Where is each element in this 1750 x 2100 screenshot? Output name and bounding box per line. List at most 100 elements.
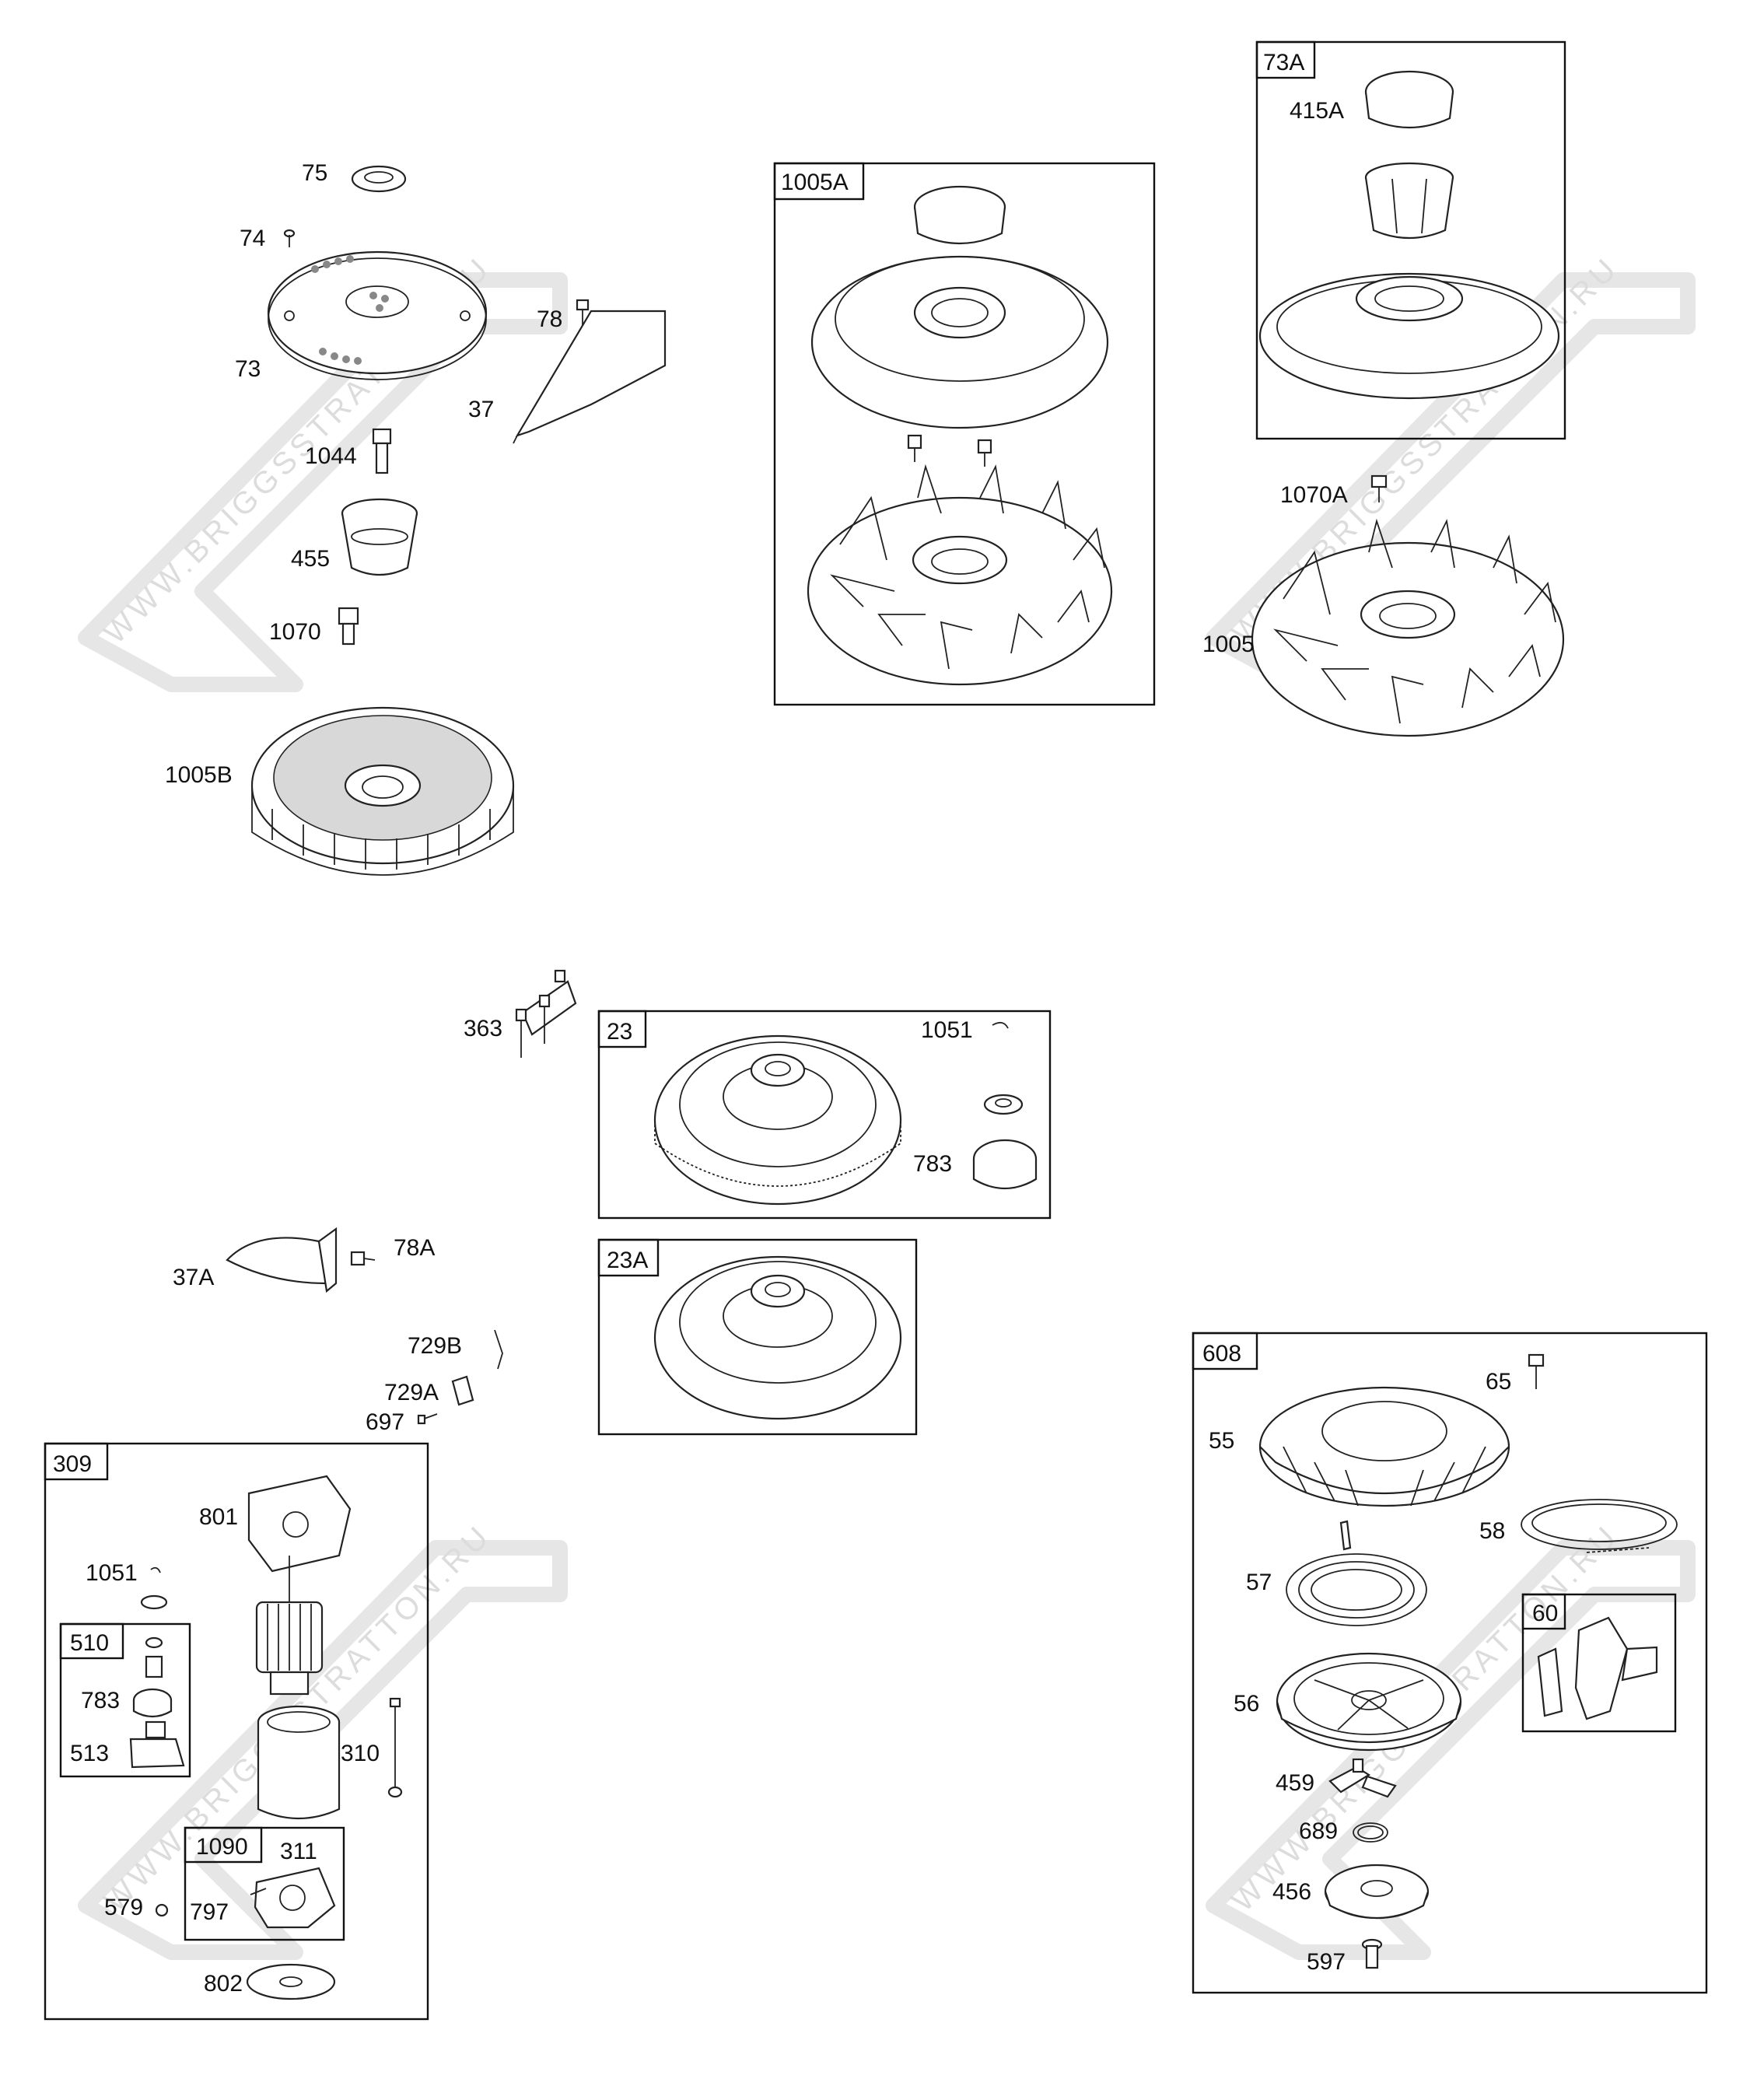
label-729B: 729B xyxy=(408,1333,462,1359)
part-1005B-fan xyxy=(250,706,515,876)
label-689: 689 xyxy=(1299,1818,1338,1844)
label-415A: 415A xyxy=(1290,98,1344,124)
part-310-housing xyxy=(257,1705,341,1820)
box-510: 510 xyxy=(59,1622,191,1778)
label-1070: 1070 xyxy=(269,619,321,645)
part-57-spring xyxy=(1286,1520,1427,1626)
label-78: 78 xyxy=(537,306,562,332)
label-37: 37 xyxy=(468,397,494,422)
part-78A-screw xyxy=(350,1251,376,1266)
label-65: 65 xyxy=(1486,1369,1511,1395)
box-608: 608 65 55 58 57 xyxy=(1192,1332,1708,1994)
part-1070-bolt xyxy=(338,607,359,646)
box-label-73A: 73A xyxy=(1263,50,1304,75)
part-415A-cap xyxy=(1364,70,1454,129)
part-37-shield xyxy=(513,310,667,444)
label-310: 310 xyxy=(341,1741,380,1766)
part-65-screw xyxy=(1528,1353,1545,1389)
label-697: 697 xyxy=(366,1409,404,1435)
part-1051-clip xyxy=(983,1021,1024,1115)
part-60-handle xyxy=(1537,1616,1658,1720)
part-23A-flywheel xyxy=(653,1255,902,1420)
box-label-309: 309 xyxy=(53,1451,92,1477)
box-label-23A: 23A xyxy=(607,1248,648,1273)
label-1051-starter: 1051 xyxy=(86,1560,138,1586)
box-label-1005A: 1005A xyxy=(781,170,849,195)
part-513-drive xyxy=(129,1720,185,1769)
label-783: 783 xyxy=(913,1151,952,1177)
box-label-60: 60 xyxy=(1532,1601,1558,1626)
part-783-gear xyxy=(972,1139,1038,1190)
label-311: 311 xyxy=(280,1839,317,1864)
part-597-screw xyxy=(1361,1938,1383,1969)
label-729A: 729A xyxy=(384,1380,439,1405)
part-1070A-bolt xyxy=(1370,474,1388,502)
part-37A-shield xyxy=(226,1227,338,1293)
label-363: 363 xyxy=(464,1016,502,1041)
box-1005A: 1005A xyxy=(773,162,1156,706)
part-1051-clip-starter xyxy=(140,1566,168,1610)
part-73A-cup xyxy=(1364,162,1454,240)
box-73A: 73A 415A xyxy=(1255,40,1566,440)
label-1005B: 1005B xyxy=(165,762,233,788)
label-513: 513 xyxy=(70,1741,109,1766)
part-459-dog xyxy=(1328,1758,1397,1798)
label-55: 55 xyxy=(1209,1428,1234,1454)
part-579-nut xyxy=(155,1903,169,1917)
box-23A: 23A xyxy=(597,1238,918,1436)
box-label-23: 23 xyxy=(607,1019,632,1045)
label-37A: 37A xyxy=(173,1265,214,1290)
box-309: 309 801 1051 510 783 xyxy=(44,1442,429,2021)
part-729B-clip xyxy=(494,1329,503,1370)
part-729A-clip xyxy=(451,1375,474,1406)
label-1005: 1005 xyxy=(1202,632,1255,657)
label-1044: 1044 xyxy=(305,443,357,469)
box-label-1090: 1090 xyxy=(196,1834,248,1860)
label-78A: 78A xyxy=(394,1235,435,1261)
part-58-rope xyxy=(1521,1499,1678,1553)
part-armature xyxy=(255,1556,324,1696)
part-78-screw xyxy=(576,299,590,327)
part-23-flywheel xyxy=(653,1034,902,1206)
part-1005A-cap xyxy=(913,185,1006,244)
box-label-608: 608 xyxy=(1202,1341,1241,1367)
box-1090: 1090 xyxy=(184,1826,345,1941)
label-459: 459 xyxy=(1276,1770,1314,1796)
part-1005A-screen xyxy=(810,255,1109,429)
label-797: 797 xyxy=(190,1899,229,1925)
label-579: 579 xyxy=(104,1895,143,1920)
part-74-screw xyxy=(283,229,296,247)
box-60: 60 xyxy=(1521,1593,1677,1733)
part-311-end-cap xyxy=(250,1867,336,1929)
part-783-gear-starter xyxy=(132,1688,173,1718)
label-56: 56 xyxy=(1234,1691,1259,1717)
part-1005A-fan xyxy=(807,464,1113,686)
label-801: 801 xyxy=(199,1504,238,1530)
part-1044-bolt xyxy=(372,428,392,474)
part-689-ring xyxy=(1353,1822,1388,1843)
box-label-510: 510 xyxy=(70,1630,109,1656)
label-456: 456 xyxy=(1272,1879,1311,1905)
part-1005-fan xyxy=(1251,518,1565,737)
part-73-rotating-screen xyxy=(267,250,488,380)
part-56-pulley xyxy=(1276,1652,1462,1752)
label-1070A: 1070A xyxy=(1280,482,1348,508)
watermark-logo-shape xyxy=(78,1540,568,1960)
part-801-bracket xyxy=(247,1475,352,1573)
part-75-washer xyxy=(351,165,407,193)
box-23: 23 1051 783 xyxy=(597,1010,1052,1220)
label-783-starter: 783 xyxy=(81,1688,120,1713)
part-1005A-bolts xyxy=(907,434,992,467)
label-74: 74 xyxy=(240,226,265,251)
label-73: 73 xyxy=(235,356,261,382)
label-75: 75 xyxy=(302,160,327,186)
part-55-housing xyxy=(1258,1386,1510,1507)
part-73A-screen xyxy=(1258,272,1560,400)
label-58: 58 xyxy=(1479,1518,1505,1544)
label-455: 455 xyxy=(291,546,330,572)
label-597: 597 xyxy=(1307,1949,1346,1975)
part-455-starter-cup xyxy=(341,498,418,576)
label-1051: 1051 xyxy=(921,1017,973,1043)
part-697-screw xyxy=(417,1413,438,1425)
